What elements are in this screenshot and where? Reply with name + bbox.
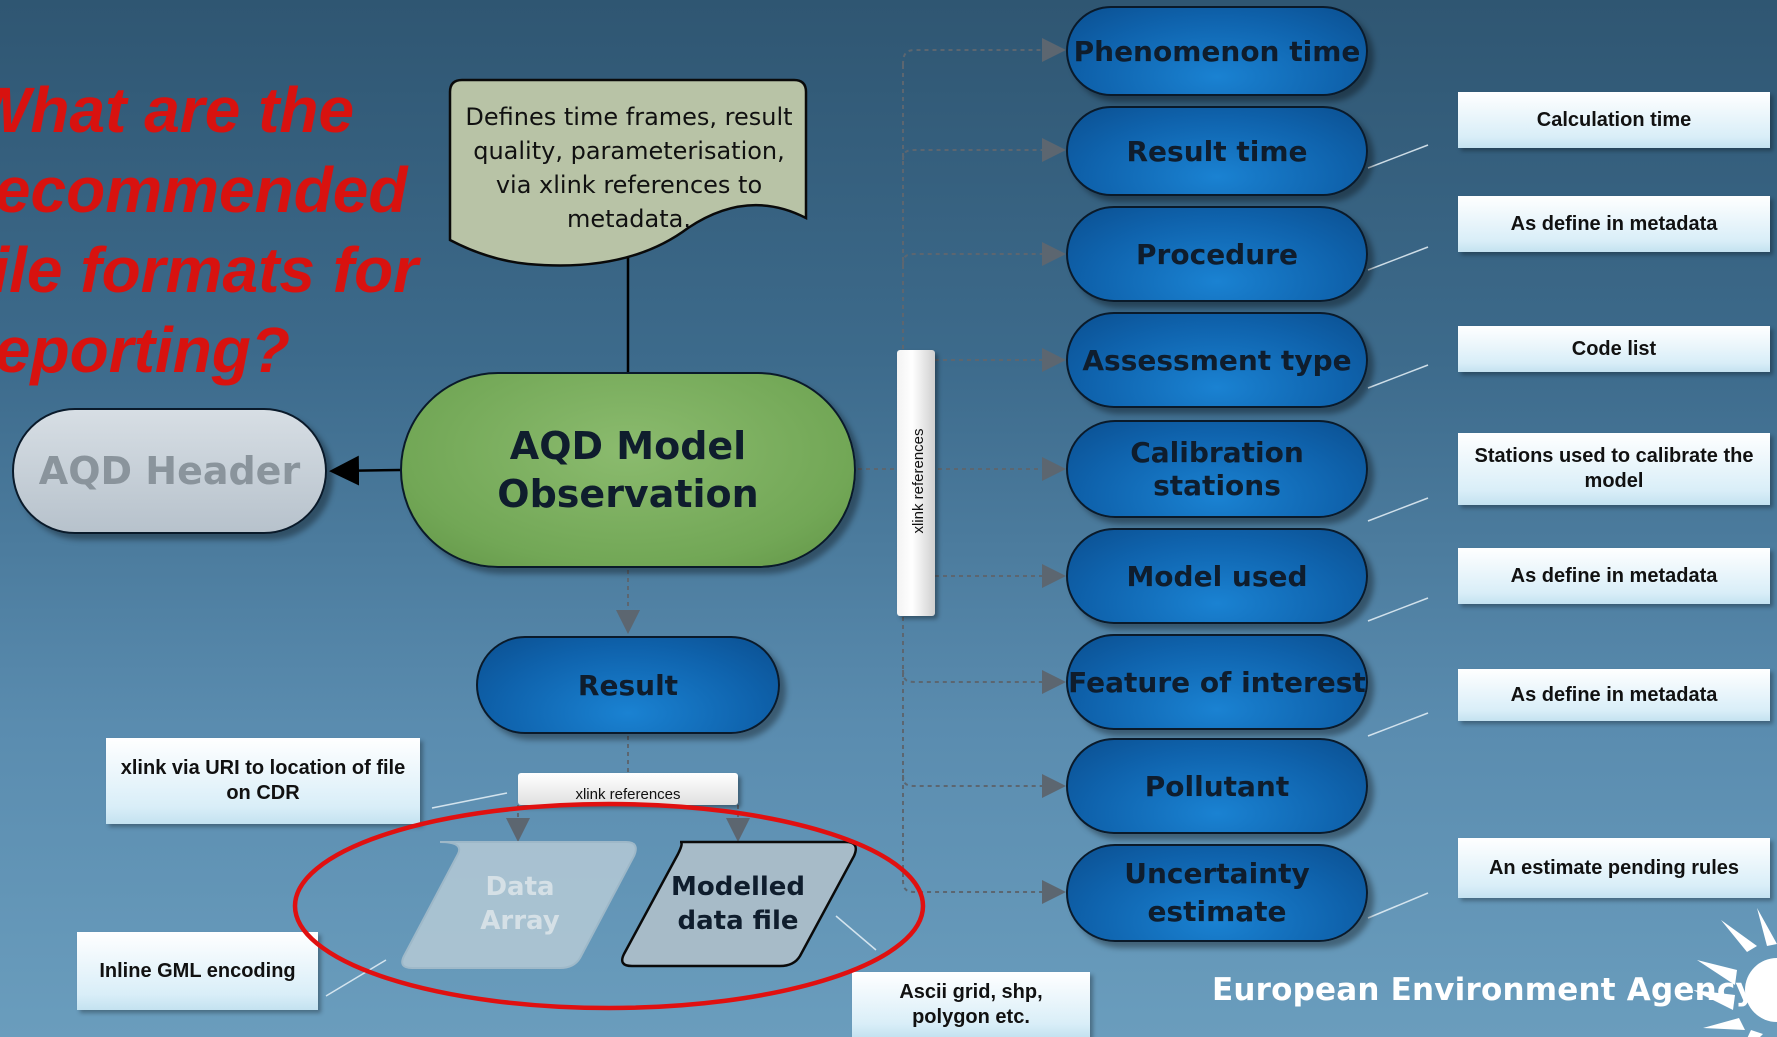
callout-calculation-time: Calculation time: [1458, 92, 1770, 148]
highlight-ellipse: [292, 801, 926, 1011]
data-array-label: Data Array: [480, 872, 560, 936]
property-feature-of-interest: Feature of interest: [1066, 634, 1368, 730]
eea-branding: European Environment Agency: [1212, 972, 1756, 1008]
callout-ascii-formats: Ascii grid, shp, polygon etc.: [852, 972, 1090, 1037]
slide-title: What are the recommended file formats fo…: [0, 74, 419, 386]
property-calibration-stations: Calibration stations: [1066, 420, 1368, 518]
xlink-references-vertical-bar: [897, 350, 935, 616]
callout-uncertainty: An estimate pending rules: [1458, 838, 1770, 898]
model-node-label: AQD Model Observation: [497, 424, 759, 516]
callout-model-used: As define in metadata: [1458, 548, 1770, 604]
property-assessment-type: Assessment type: [1066, 312, 1368, 408]
note-shape: [448, 78, 808, 267]
property-pollutant: Pollutant: [1066, 738, 1368, 834]
xlink-references-horizontal-bar: xlink references: [518, 773, 738, 805]
callout-procedure: As define in metadata: [1458, 196, 1770, 252]
note-text: Defines time frames, result quality, par…: [465, 103, 793, 233]
result-node: Result: [476, 636, 780, 734]
property-result-time: Result time: [1066, 106, 1368, 196]
xlink-trunk: [902, 38, 1066, 66]
modelled-data-file-label: Modelled data file: [670, 872, 806, 936]
callout-calibration-stations: Stations used to calibrate the model: [1458, 433, 1770, 505]
property-model-used: Model used: [1066, 528, 1368, 624]
callout-inline-gml: Inline GML encoding: [77, 932, 318, 1010]
property-phenomenon-time: Phenomenon time: [1066, 6, 1368, 96]
property-procedure: Procedure: [1066, 206, 1368, 302]
callout-xlink-uri: xlink via URI to location of file on CDR: [106, 738, 420, 824]
modelled-data-file-shape: [621, 840, 857, 968]
eea-sun-logo-icon: [1693, 908, 1777, 1037]
data-array-shape: [401, 841, 637, 969]
callout-assessment-type: Code list: [1458, 326, 1770, 372]
callout-feature-of-interest: As define in metadata: [1458, 669, 1770, 721]
aqd-model-observation-node: AQD Model Observation: [400, 372, 856, 568]
property-uncertainty-estimate: Uncertainty estimate: [1066, 844, 1368, 942]
aqd-header-node: AQD Header: [12, 408, 327, 534]
